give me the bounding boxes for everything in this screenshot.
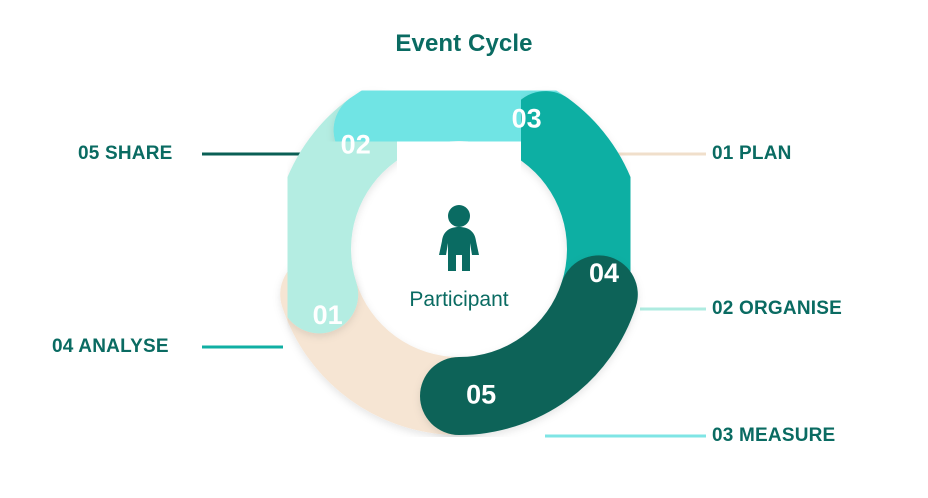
label-organise[interactable]: 02 ORGANISE — [712, 298, 842, 319]
donut-segment-05[interactable] — [420, 255, 638, 435]
donut-segments — [273, 63, 645, 435]
label-plan[interactable]: 01 PLAN — [712, 143, 792, 164]
label-share[interactable]: 05 SHARE — [78, 143, 173, 164]
donut-segment-numbers: 01 02 03 04 05 — [313, 103, 619, 409]
segment-number-03: 03 — [512, 103, 542, 133]
label-measure[interactable]: 03 MEASURE — [712, 425, 836, 446]
label-analyse[interactable]: 04 ANALYSE — [52, 336, 169, 357]
segment-number-05: 05 — [466, 379, 496, 409]
center-label: Participant — [409, 288, 509, 311]
page-title: Event Cycle — [395, 30, 533, 57]
segment-number-04: 04 — [589, 258, 619, 288]
person-icon — [439, 205, 479, 271]
segment-number-01: 01 — [313, 300, 343, 330]
connector-lines — [202, 152, 706, 438]
segment-number-02: 02 — [341, 129, 371, 159]
